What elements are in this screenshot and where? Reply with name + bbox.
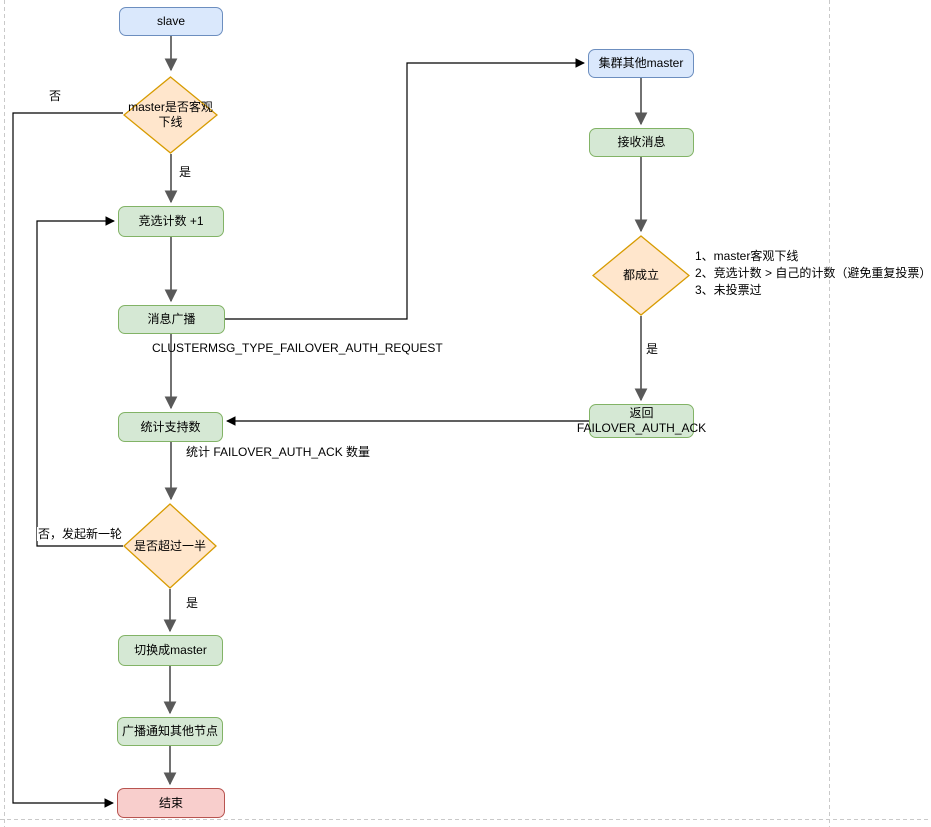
node-return-ack[interactable]: 返回 FAILOVER_AUTH_ACK [577, 404, 706, 438]
node-conditions-check-label: 都成立 [622, 268, 659, 282]
edge-label-majority-no: 否，发起新一轮 [37, 527, 124, 541]
edge-label-offline-no: 否 [48, 89, 63, 103]
node-count-support-label: 统计支持数 [140, 419, 201, 434]
annotation-conditions: 1、master客观下线 2、竞选计数 > 自己的计数（避免重复投票） 3、未投… [695, 248, 931, 299]
node-return-ack-line2: FAILOVER_AUTH_ACK [576, 421, 707, 435]
node-broadcast-label: 消息广播 [147, 312, 196, 326]
node-receive-msg[interactable]: 接收消息 [589, 128, 694, 157]
node-notify-others[interactable]: 广播通知其他节点 [117, 717, 223, 746]
node-broadcast[interactable]: 消息广播 [118, 305, 225, 334]
annotation-condition-2: 2、竞选计数 > 自己的计数（避免重复投票） [695, 266, 931, 280]
node-return-ack-line1: 返回 [629, 406, 654, 420]
annotation-request-msg: CLUSTERMSG_TYPE_FAILOVER_AUTH_REQUEST [152, 341, 443, 355]
node-receive-msg-label: 接收消息 [617, 135, 666, 149]
node-offline-check-label: master是否客观下线 [128, 100, 213, 129]
flow-edges [163, 36, 648, 786]
node-count-support[interactable]: 统计支持数 [118, 412, 223, 442]
diamond-shape [123, 503, 217, 589]
node-other-masters-label: 集群其他master [598, 56, 684, 70]
edge-label-offline-yes: 是 [178, 165, 193, 179]
edge-label-majority-yes: 是 [185, 596, 200, 610]
node-switch-master[interactable]: 切换成master [118, 635, 223, 666]
node-offline-check[interactable]: master是否客观下线 [123, 76, 218, 154]
annotation-condition-3: 3、未投票过 [695, 283, 762, 297]
node-notify-others-label: 广播通知其他节点 [121, 724, 218, 738]
node-majority-check[interactable]: 是否超过一半 [123, 503, 217, 589]
node-end-label: 结束 [158, 795, 183, 810]
edge-label-conditions-yes: 是 [645, 342, 660, 356]
node-end[interactable]: 结束 [117, 788, 225, 818]
node-other-masters[interactable]: 集群其他master [588, 49, 694, 78]
node-vote-count[interactable]: 竞选计数 +1 [118, 206, 224, 237]
node-slave[interactable]: slave [119, 7, 223, 36]
node-slave-label: slave [156, 14, 185, 28]
annotation-condition-1: 1、master客观下线 [695, 249, 799, 263]
loop-edges [12, 58, 589, 808]
diamond-shape [123, 76, 218, 154]
node-switch-master-label: 切换成master [134, 643, 207, 657]
annotation-count-note: 统计 FAILOVER_AUTH_ACK 数量 [186, 445, 371, 459]
node-vote-count-label: 竞选计数 +1 [138, 214, 204, 228]
node-majority-check-label: 是否超过一半 [133, 538, 206, 553]
diamond-shape [592, 235, 690, 316]
node-conditions-check[interactable]: 都成立 [592, 235, 690, 316]
